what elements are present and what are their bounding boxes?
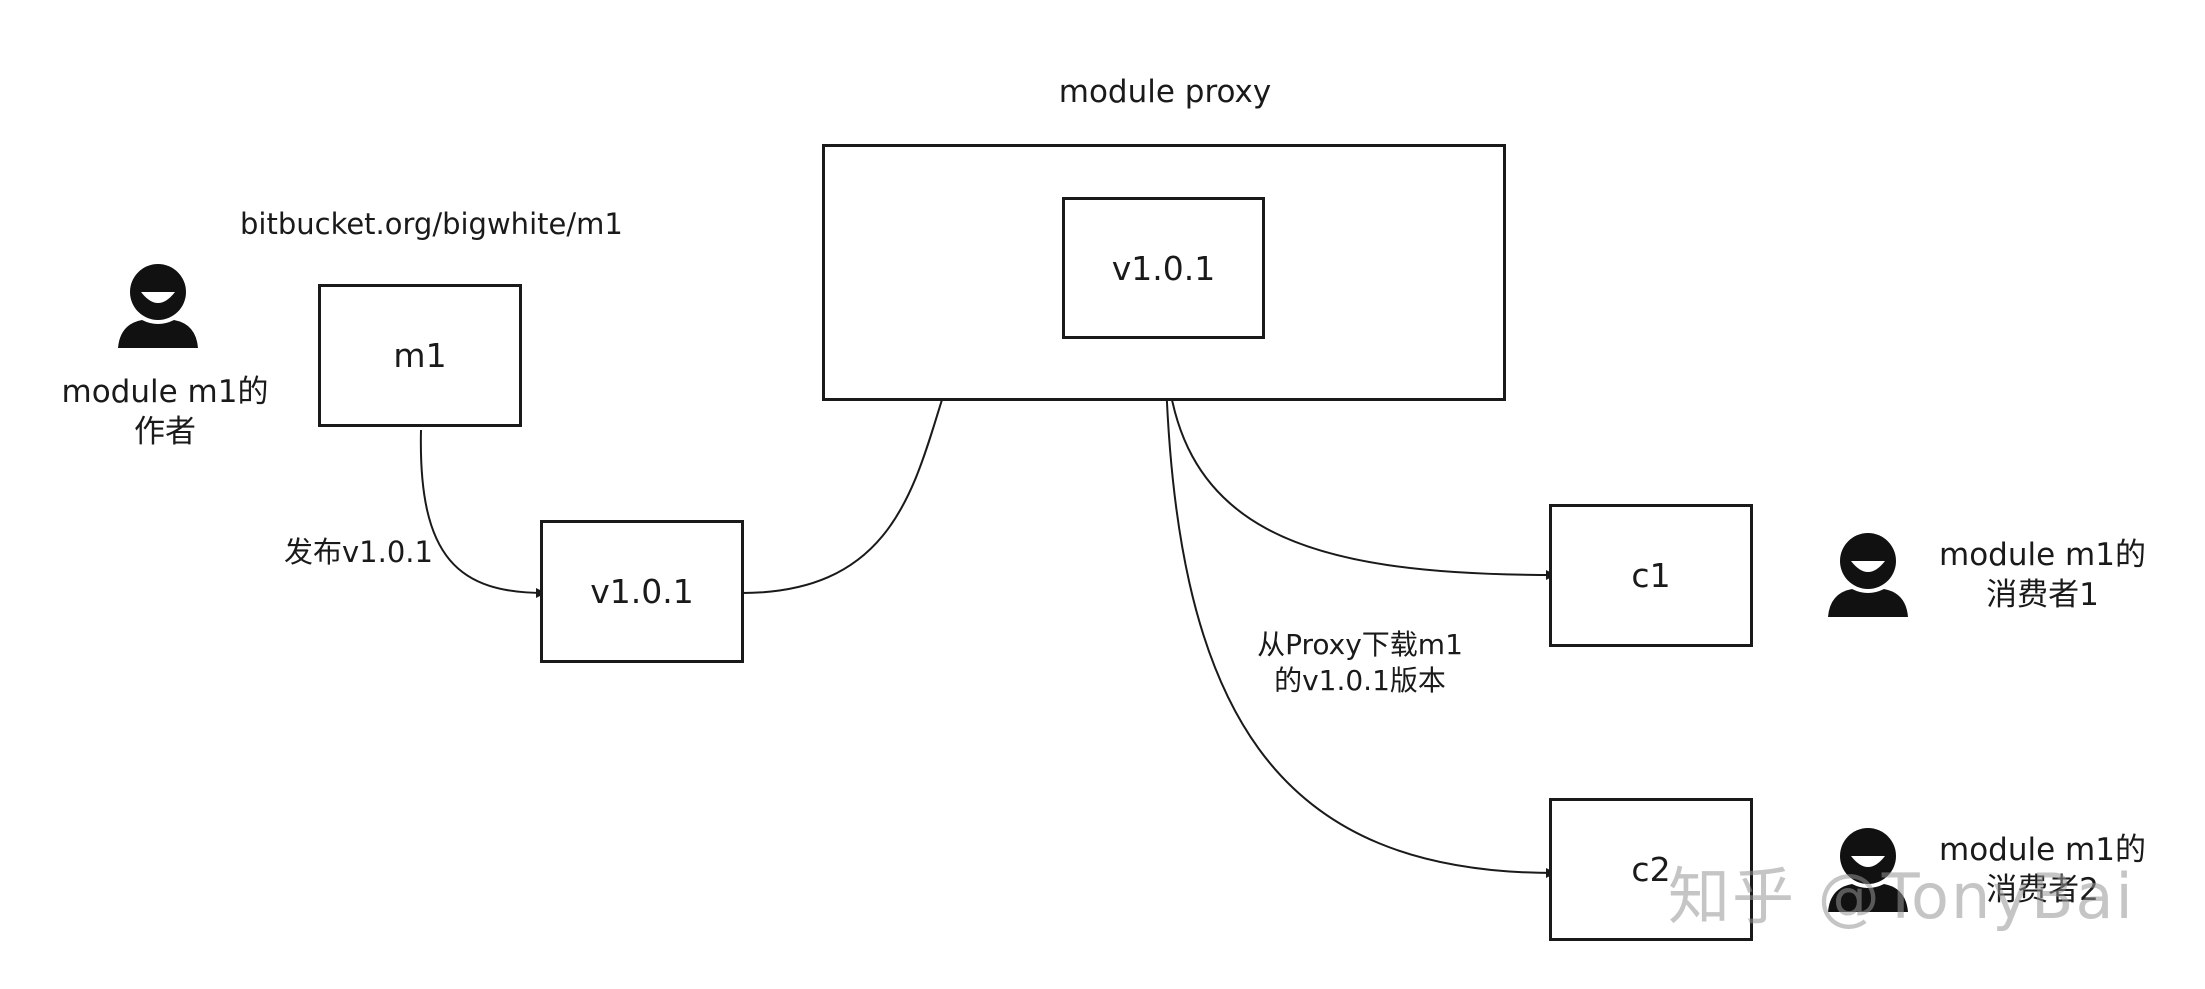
- edge-proxy-to-c2: [1164, 337, 1556, 878]
- author-role-line2: 作者: [134, 414, 196, 451]
- proxy-version-label: v1.0.1: [1111, 248, 1216, 288]
- consumer1-role-line1: module m1的: [1939, 537, 2146, 573]
- consumer1-avatar-icon: [1828, 533, 1908, 617]
- m1-node: m1: [318, 284, 522, 427]
- consumer2-role-line2: 消费者2: [1986, 872, 2099, 909]
- proxy-version-node: v1.0.1: [1062, 197, 1265, 339]
- consumer-c1-label: c1: [1631, 556, 1671, 595]
- consumer-c2-node: c2: [1549, 798, 1753, 941]
- watermark: 知乎 @TonyBai: [1668, 860, 2135, 933]
- repo-path-label: bitbucket.org/bigwhite/m1: [240, 207, 623, 241]
- consumer1-role-line2: 消费者1: [1986, 577, 2099, 614]
- download-note-line2: 的v1.0.1版本: [1274, 664, 1446, 698]
- edge-proxy-to-c1: [1164, 337, 1556, 580]
- consumer-c1-node: c1: [1549, 504, 1753, 647]
- proxy-title: module proxy: [1058, 74, 1272, 110]
- consumer2-role-label: module m1的 消费者2: [1920, 830, 2165, 911]
- consumer2-role-line1: module m1的: [1939, 832, 2146, 868]
- m1-node-label: m1: [393, 336, 447, 375]
- consumer1-role-label: module m1的 消费者1: [1920, 535, 2165, 616]
- edge-m1-to-release: [419, 429, 546, 598]
- author-avatar-icon: [118, 264, 198, 348]
- release-version-node: v1.0.1: [540, 520, 744, 663]
- release-version-label: v1.0.1: [590, 572, 694, 611]
- download-note-line1: 从Proxy下载m1: [1257, 628, 1463, 661]
- author-role-line1: module m1的: [61, 374, 269, 410]
- author-role-label: module m1的 作者: [40, 372, 290, 453]
- download-note: 从Proxy下载m1 的v1.0.1版本: [1230, 627, 1490, 700]
- consumer2-avatar-icon: [1828, 828, 1908, 912]
- release-action-label: 发布v1.0.1: [284, 535, 433, 569]
- consumer-c2-label: c2: [1631, 850, 1671, 889]
